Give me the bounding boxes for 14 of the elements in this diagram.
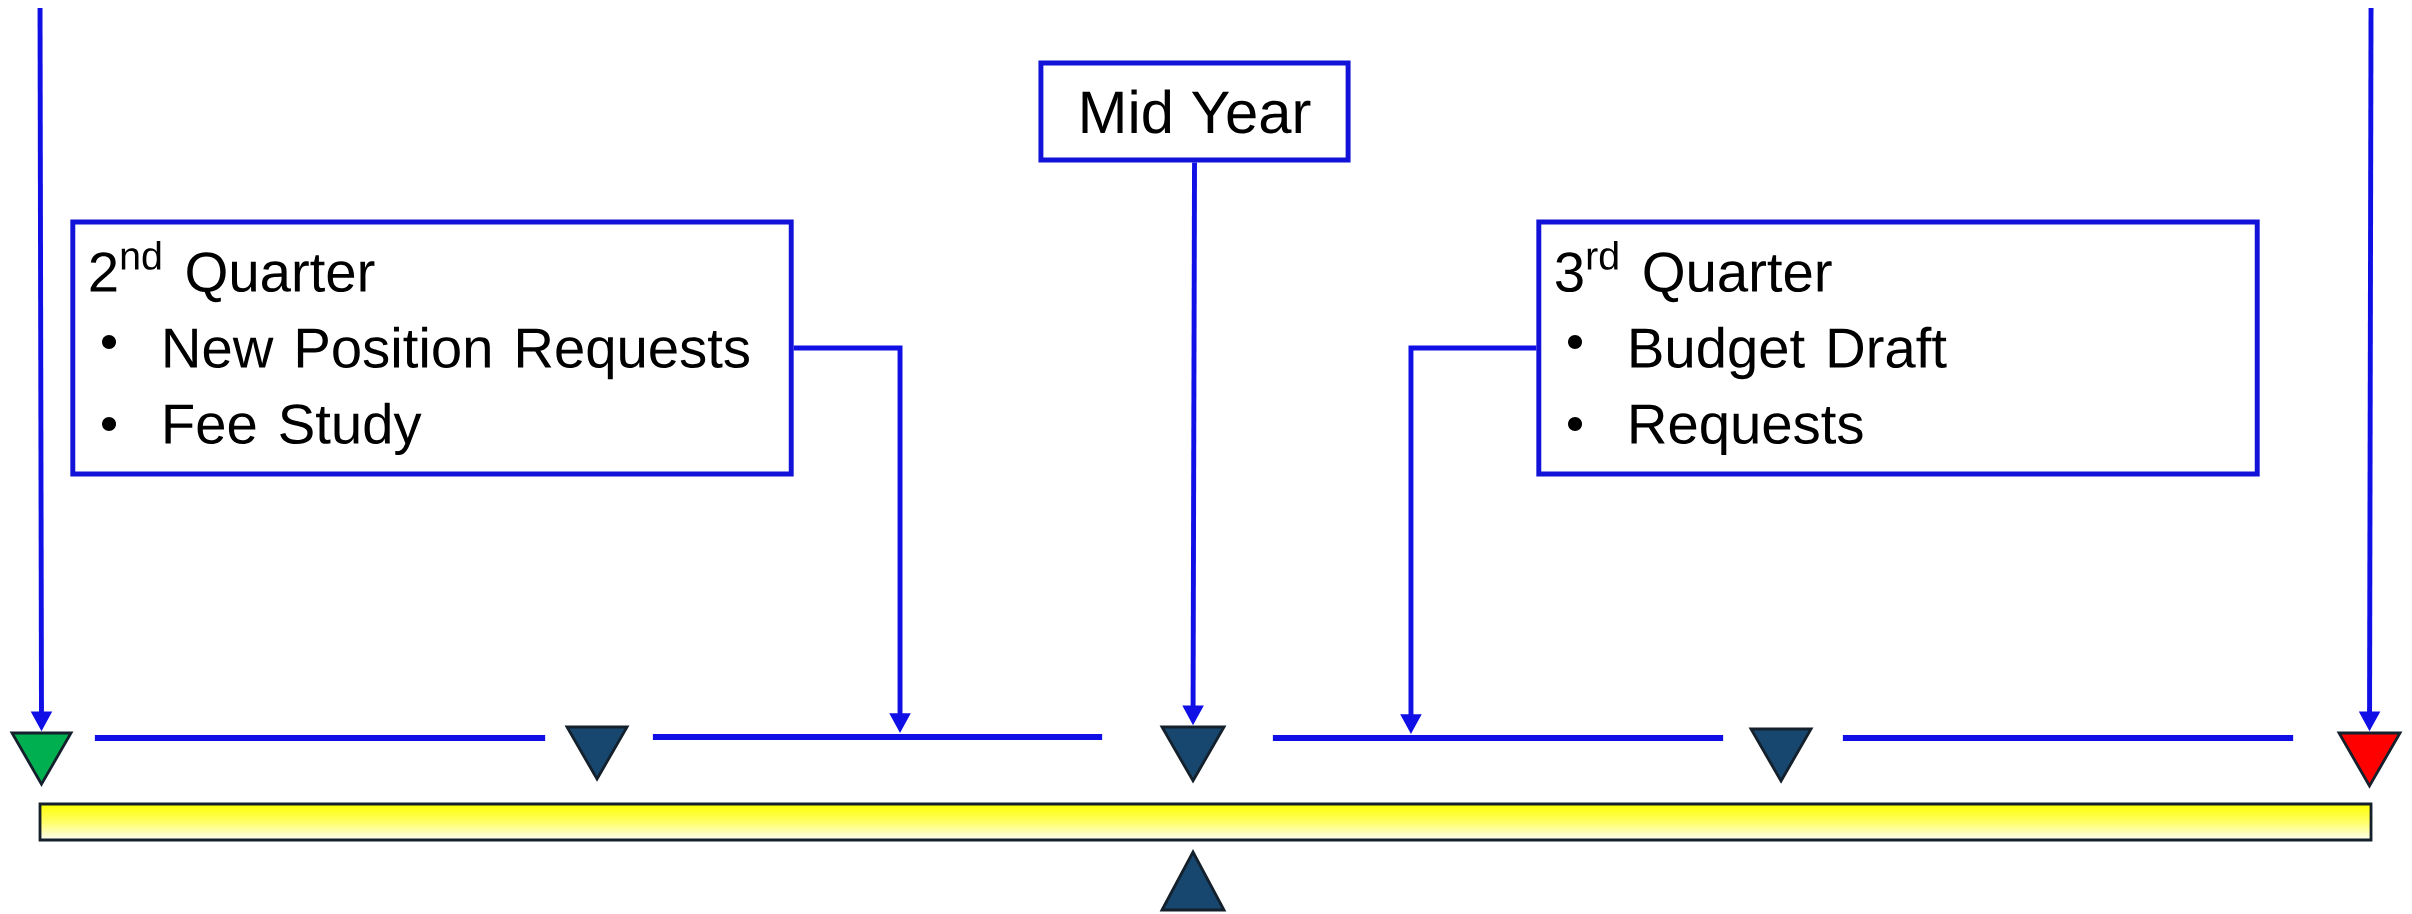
list-item: Fee Study xyxy=(165,402,422,456)
timeline-segment xyxy=(94,735,546,741)
list-item: Requests xyxy=(1631,404,1863,456)
milestone-box xyxy=(1038,60,1351,163)
box-heading: Mid Year xyxy=(1082,89,1311,134)
timeline-segment xyxy=(1272,735,1724,741)
quarter-box xyxy=(1536,219,2260,477)
list-item: Budget Draft xyxy=(1631,326,1947,380)
timeline-segment xyxy=(1842,735,2294,741)
quarter-box xyxy=(70,219,794,477)
timeline-segment xyxy=(652,734,1103,740)
box-heading: 3$^{rd}$ Quarter xyxy=(1555,240,1832,303)
box-heading: 2$^{nd}$ Quarter xyxy=(90,240,375,303)
list-item: New Position Requests xyxy=(165,326,749,380)
